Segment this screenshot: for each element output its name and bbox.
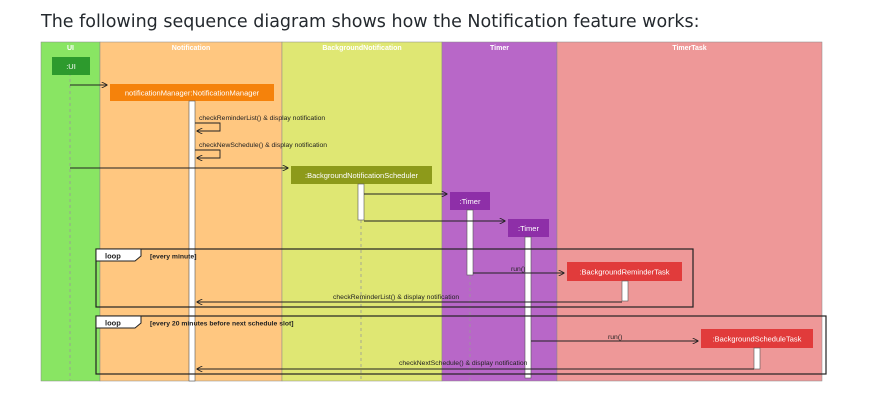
participant-notification-manager: notificationManager:NotificationManager	[110, 84, 274, 101]
lane-ui-background	[40, 41, 101, 382]
participant-background-scheduler: :BackgroundNotificationScheduler	[291, 166, 432, 184]
loop-every-20-minutes-tab	[95, 315, 142, 329]
loop-every-20-minutes-guard: [every 20 minutes before next schedule s…	[150, 321, 294, 328]
check-new-schedule-self-call-arrow	[195, 149, 221, 158]
check-reminder-self-call-arrow	[195, 122, 221, 131]
check-new-schedule-label: checkNewSchedule() & display notificatio…	[199, 142, 327, 149]
participant-background-scheduler-box	[291, 166, 432, 184]
run-schedule-task-label: run()	[608, 334, 622, 341]
loop-every-minute: loop [every minute]	[95, 248, 694, 308]
lane-timertask-background	[556, 41, 823, 382]
check-next-schedule-return-message: checkNextSchedule() & display notificati…	[197, 360, 754, 369]
loop-every-20-minutes-keyword: loop	[105, 319, 121, 328]
lane-notification-title: Notification	[172, 45, 211, 52]
run-reminder-task-message: run()	[473, 266, 564, 273]
lane-ui: UI	[40, 41, 101, 382]
check-reminder-return-message: checkReminderList() & display notificati…	[197, 294, 622, 302]
participant-timer-2-label: :Timer	[518, 224, 539, 233]
lane-timer-title: Timer	[490, 45, 509, 52]
participant-ui-label: :UI	[66, 62, 76, 71]
loop-every-minute-keyword: loop	[105, 252, 121, 261]
participant-ui: :UI	[52, 57, 90, 75]
timer1-activation-bar	[466, 209, 474, 276]
participant-background-schedule-task-box	[701, 329, 813, 348]
scheduler-activation-bar	[357, 183, 365, 221]
loop-every-20-minutes: loop [every 20 minutes before next sched…	[95, 315, 827, 375]
reminder-task-activation-bar	[621, 280, 629, 302]
check-reminder-return-label: checkReminderList() & display notificati…	[333, 294, 459, 301]
loop-every-minute-tab	[95, 248, 142, 262]
participant-timer-2-box	[508, 219, 549, 237]
lane-timertask-title: TimerTask	[672, 45, 706, 52]
check-reminder-self-call: checkReminderList() & display notificati…	[195, 115, 325, 131]
lane-timertask: TimerTask	[556, 41, 823, 382]
participant-notification-manager-label: notificationManager:NotificationManager	[125, 89, 260, 98]
lane-ui-title: UI	[67, 45, 74, 52]
participant-ui-box	[52, 57, 90, 75]
loop-every-minute-frame	[95, 248, 694, 308]
lane-timer: Timer	[441, 41, 558, 382]
manager-activation-bar	[188, 100, 196, 382]
run-schedule-task-message: run()	[531, 334, 698, 341]
participant-background-reminder-task-label: :BackgroundReminderTask	[579, 268, 669, 277]
check-next-schedule-return-label: checkNextSchedule() & display notificati…	[399, 360, 528, 367]
participant-timer-2: :Timer	[508, 219, 549, 237]
loop-every-20-minutes-frame	[95, 315, 827, 375]
loop-every-minute-guard: [every minute]	[150, 254, 196, 261]
check-reminder-label: checkReminderList() & display notificati…	[199, 115, 325, 122]
participant-background-schedule-task-label: :BackgroundScheduleTask	[713, 335, 802, 344]
participant-background-reminder-task-box	[567, 262, 682, 281]
participant-timer-1: :Timer	[450, 192, 490, 210]
participant-background-reminder-task: :BackgroundReminderTask	[567, 262, 682, 281]
participant-background-scheduler-label: :BackgroundNotificationScheduler	[305, 171, 418, 180]
lane-timer-background	[441, 41, 558, 382]
participant-timer-1-box	[450, 192, 490, 210]
run-reminder-task-label: run()	[511, 266, 525, 273]
participant-notification-manager-box	[110, 84, 274, 101]
lane-background-notification-title: BackgroundNotification	[322, 45, 401, 52]
check-new-schedule-self-call: checkNewSchedule() & display notificatio…	[195, 142, 327, 158]
participant-background-schedule-task: :BackgroundScheduleTask	[701, 329, 813, 348]
section-heading: The following sequence diagram shows how…	[41, 12, 700, 32]
schedule-task-activation-bar	[753, 347, 761, 370]
participant-timer-1-label: :Timer	[460, 197, 481, 206]
